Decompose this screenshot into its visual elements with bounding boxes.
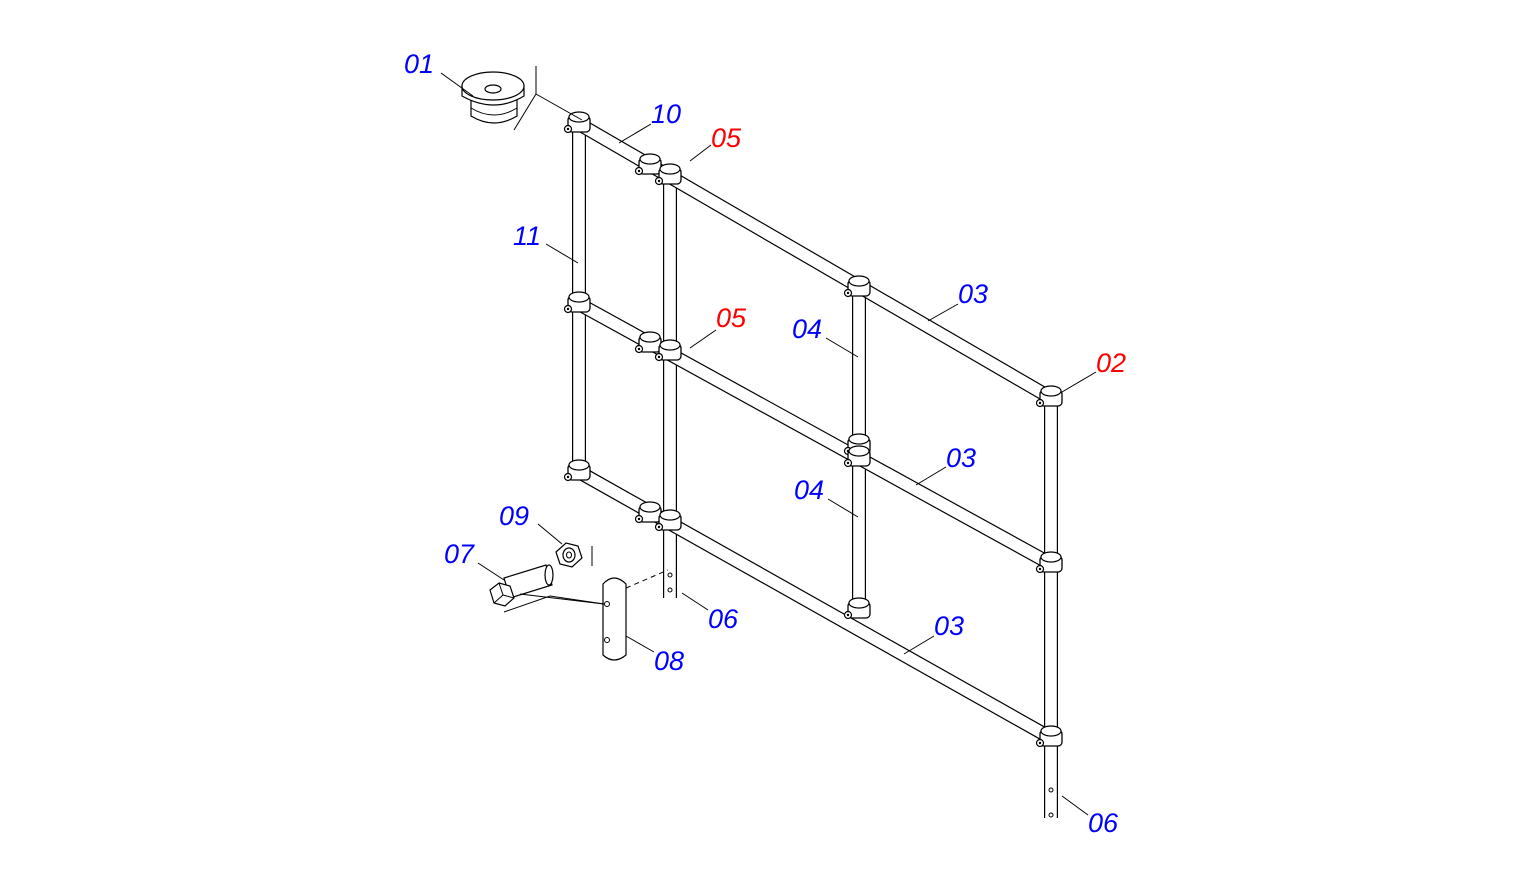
pipe-clamp-7 — [634, 331, 662, 354]
pin-hole — [667, 572, 673, 578]
callout-04-bottom-label: 04 — [794, 475, 824, 505]
pipe-clamp-3 — [654, 163, 682, 186]
callout-09-label: 09 — [499, 501, 529, 531]
callout-02-label: 02 — [1096, 348, 1126, 378]
pipe-clamp-8 — [654, 339, 682, 362]
pipe-clamp-6 — [563, 291, 591, 314]
callout-10-label: 10 — [651, 99, 681, 129]
callout-03-bottom-label: 03 — [934, 611, 964, 641]
pin-hole — [1048, 812, 1054, 818]
callout-06-bracket-label: 06 — [708, 604, 739, 634]
pin-hole — [667, 587, 673, 593]
pipe-clamp-10 — [843, 445, 871, 468]
callout-03-top-label: 03 — [958, 279, 988, 309]
pipe-clamps — [563, 111, 1063, 748]
callout-leader-lines — [440, 72, 1097, 816]
pipe-clamp-2 — [634, 153, 662, 176]
callout-07-label: 07 — [444, 539, 475, 569]
end-cap-part — [461, 71, 525, 124]
pipe-clamp-12 — [563, 459, 591, 482]
callout-01-label: 01 — [404, 49, 434, 79]
callout-04-top-label: 04 — [792, 314, 822, 344]
callout-06-post-label: 06 — [1088, 808, 1119, 838]
callout-11-label: 11 — [513, 221, 541, 251]
pipe-clamp-16 — [1035, 725, 1063, 748]
bracket-part — [602, 577, 627, 661]
pipe-clamp-13 — [634, 501, 662, 524]
pipe-clamp-14 — [654, 509, 682, 532]
pipe-clamp-11 — [1035, 551, 1063, 574]
pipe-clamp-5 — [1035, 385, 1063, 408]
bolt-part — [489, 564, 554, 607]
callout-05-top-label: 05 — [711, 123, 742, 153]
callout-08-label: 08 — [654, 646, 684, 676]
nut-part — [555, 542, 583, 568]
pipe-clamp-1 — [563, 111, 591, 134]
callout-03-middle-label: 03 — [946, 443, 976, 473]
pipe-clamp-15 — [843, 597, 871, 620]
pipe-clamp-4 — [843, 275, 871, 298]
railing-frame — [572, 117, 1058, 818]
callout-05-middle-label: 05 — [716, 303, 747, 333]
pin-hole — [1048, 787, 1054, 793]
